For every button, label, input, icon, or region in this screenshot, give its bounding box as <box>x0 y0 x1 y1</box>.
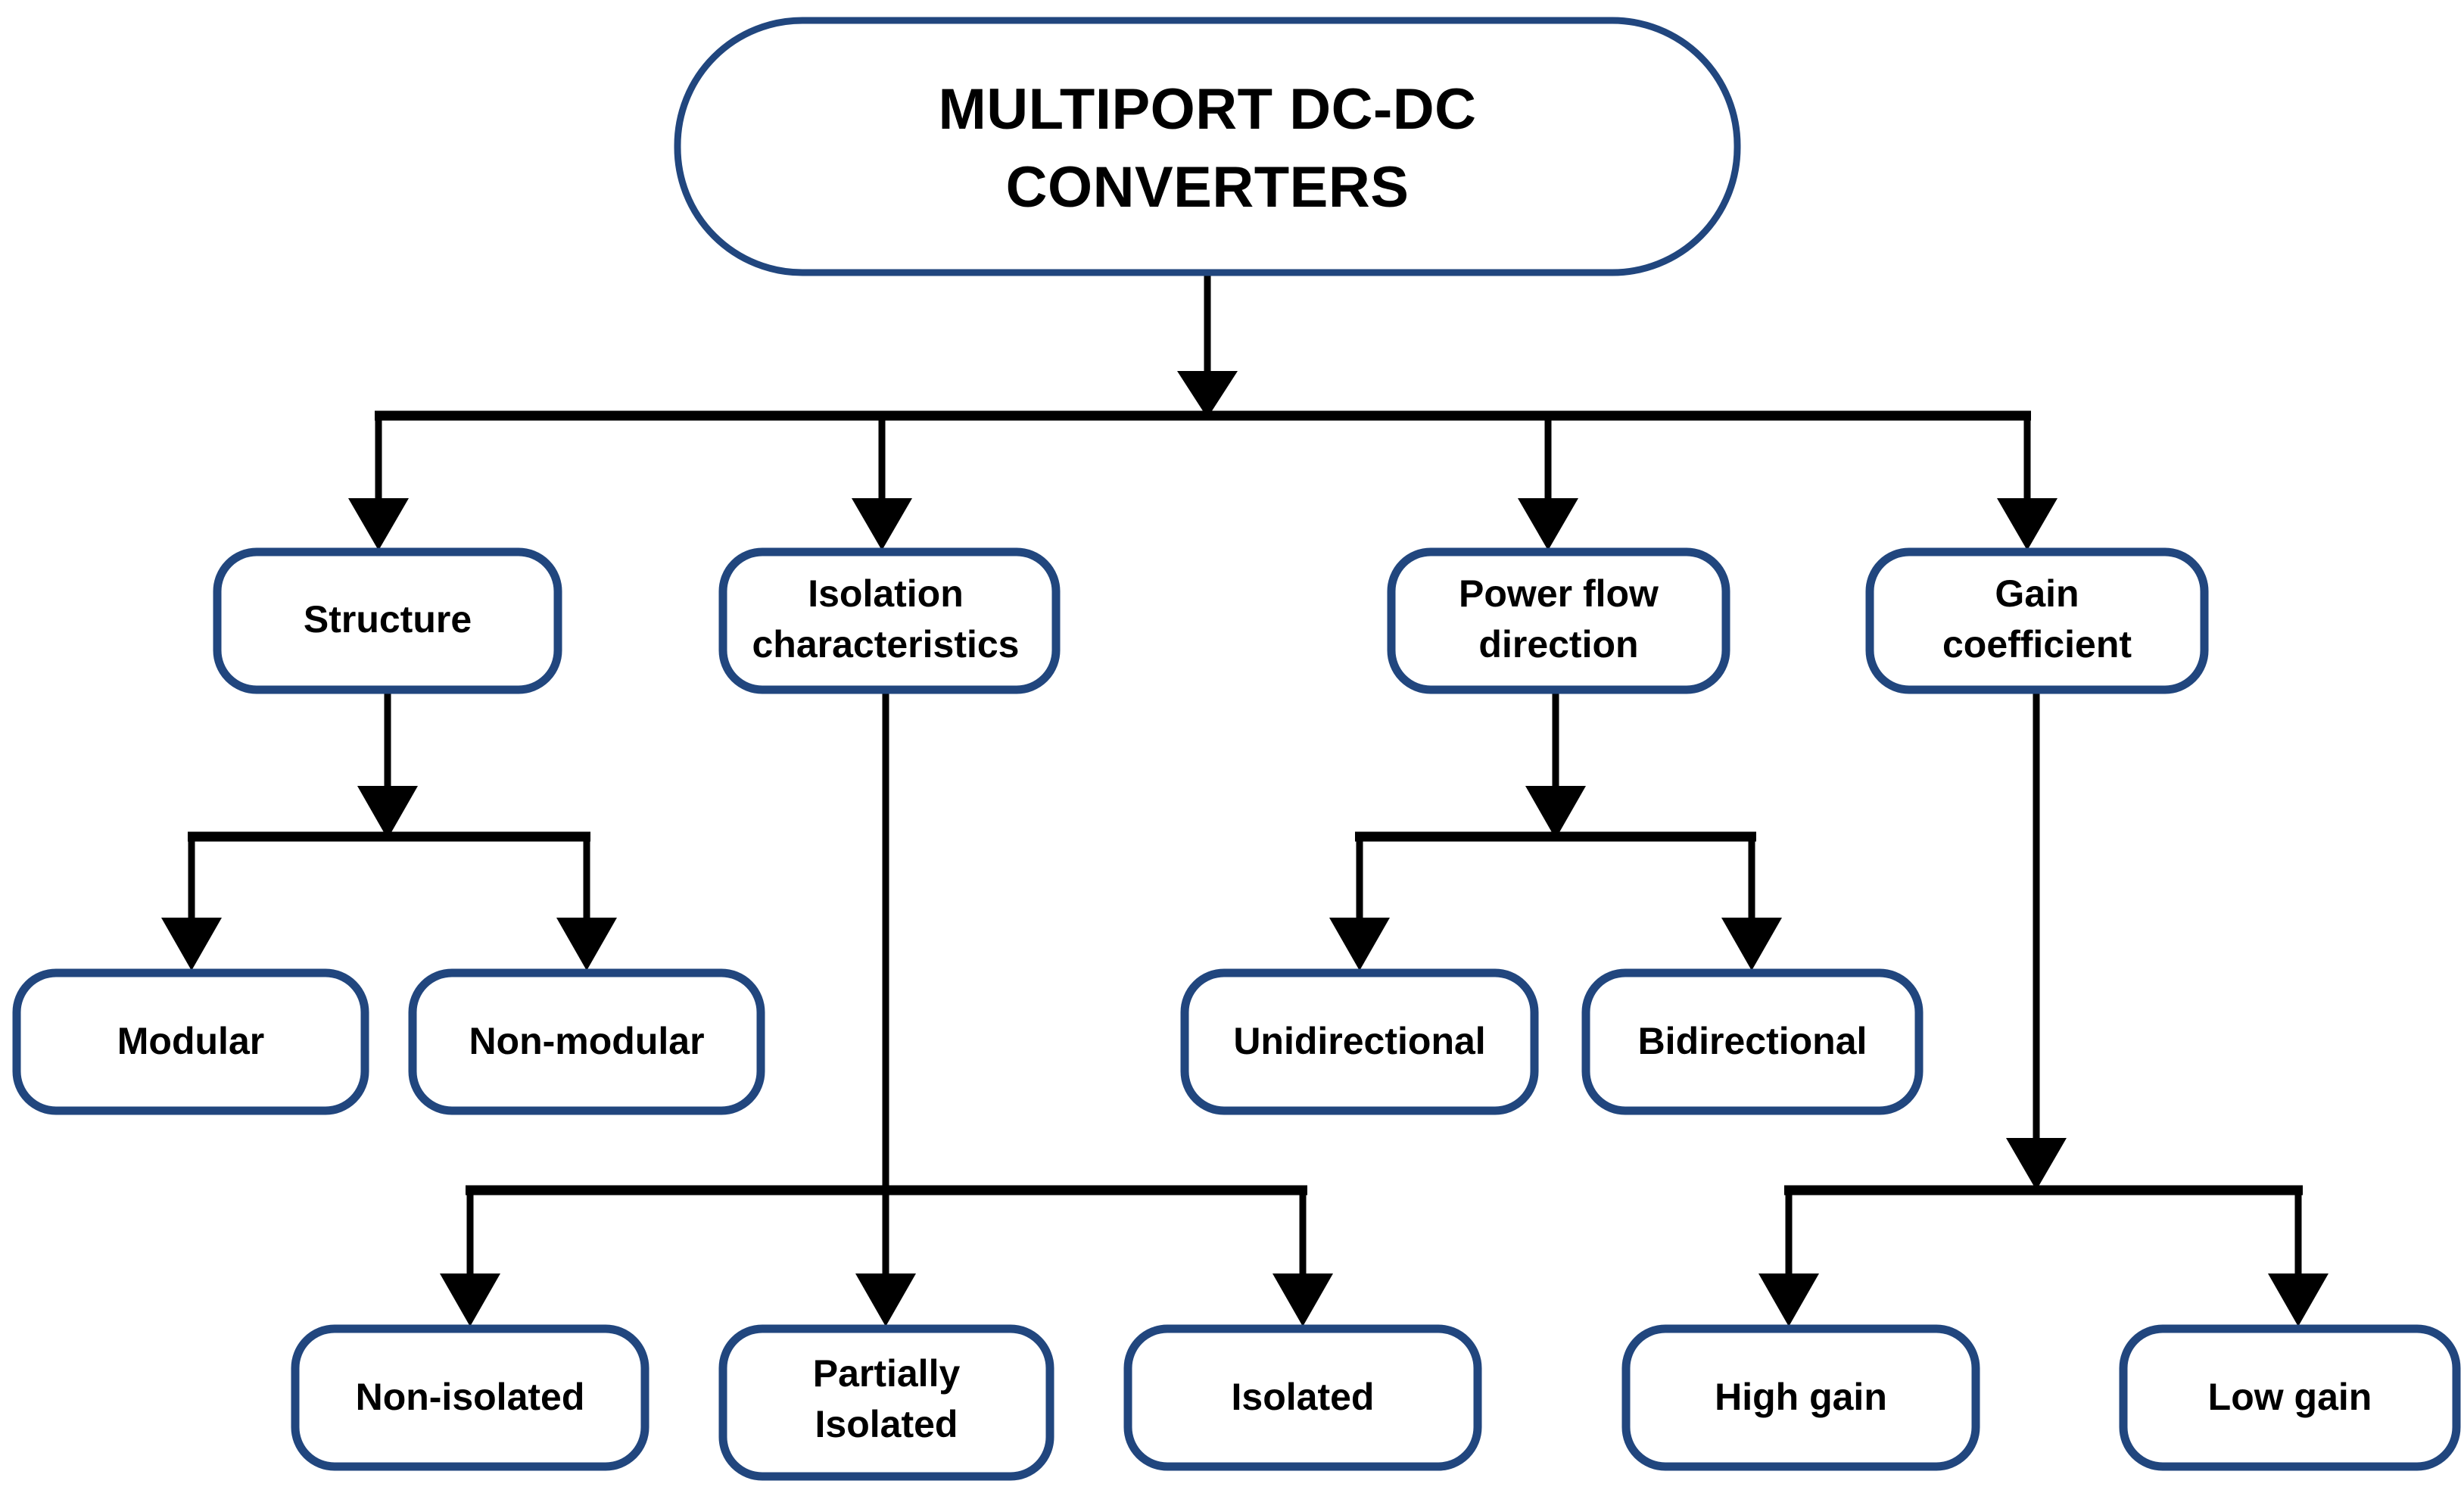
arrowhead-subbus-to-modular <box>161 918 222 971</box>
arrowhead-bus-to-gain <box>1997 498 2057 550</box>
node-isolation-characteristics-label-line1: Isolation <box>808 572 964 615</box>
node-isolated[interactable]: Isolated <box>1123 1324 1482 1471</box>
node-power-flow-direction-shape[interactable] <box>1387 547 1730 694</box>
node-high-gain-shape[interactable] <box>1621 1324 1980 1471</box>
node-gain-coefficient-label-line2: coefficient <box>1942 623 2132 666</box>
node-modular[interactable]: Modular <box>12 968 369 1115</box>
node-isolation-characteristics[interactable]: Isolation characteristics <box>718 547 1061 694</box>
node-modular-label: Modular <box>117 1020 264 1062</box>
arrowhead-subbus-to-highgain <box>1758 1273 1819 1326</box>
node-power-flow-direction-label-line2: direction <box>1478 623 1638 666</box>
arrowhead-gain-to-subbus <box>2006 1138 2067 1190</box>
arrowhead-subbus-to-lowgain <box>2268 1273 2328 1326</box>
node-modular-shape[interactable] <box>12 968 369 1115</box>
node-power-flow-direction[interactable]: Power flow direction <box>1387 547 1730 694</box>
arrowhead-bus-to-isolation <box>852 498 912 550</box>
node-low-gain-label: Low gain <box>2208 1376 2372 1418</box>
arrowhead-subbus-to-nonmodular <box>556 918 617 971</box>
arrowhead-powerflow-to-subbus <box>1525 786 1586 839</box>
node-isolation-characteristics-shape[interactable] <box>718 547 1061 694</box>
arrowhead-structure-to-subbus <box>357 786 418 839</box>
node-bidirectional-shape[interactable] <box>1581 968 1924 1115</box>
node-partially-isolated-label-line1: Partially <box>813 1352 961 1395</box>
arrowhead-subbus-to-unidirectional <box>1329 918 1390 971</box>
node-non-isolated-shape[interactable] <box>291 1324 649 1471</box>
node-unidirectional[interactable]: Unidirectional <box>1180 968 1539 1115</box>
arrowhead-bus-to-powerflow <box>1518 498 1578 550</box>
node-low-gain[interactable]: Low gain <box>2119 1324 2461 1471</box>
arrowhead-subbus-to-isolated <box>1272 1273 1333 1326</box>
node-non-isolated[interactable]: Non-isolated <box>291 1324 649 1471</box>
arrowhead-bus-to-structure <box>348 498 409 550</box>
node-non-modular-shape[interactable] <box>408 968 765 1115</box>
node-high-gain-label: High gain <box>1715 1376 1887 1418</box>
node-unidirectional-label: Unidirectional <box>1233 1020 1485 1062</box>
arrowhead-subbus-to-nonisolated <box>440 1273 500 1326</box>
node-partially-isolated[interactable]: Partially Isolated <box>718 1324 1054 1481</box>
node-gain-coefficient[interactable]: Gain coefficient <box>1865 547 2209 694</box>
arrowhead-root-to-bus <box>1177 371 1238 418</box>
node-gain-coefficient-label-line1: Gain <box>1995 572 2079 615</box>
node-isolated-shape[interactable] <box>1123 1324 1482 1471</box>
node-structure[interactable]: Structure <box>213 547 562 694</box>
node-isolated-label: Isolated <box>1232 1376 1375 1418</box>
node-structure-label-line1: Structure <box>304 598 472 641</box>
node-partially-isolated-shape[interactable] <box>718 1324 1054 1481</box>
node-high-gain[interactable]: High gain <box>1621 1324 1980 1471</box>
node-isolation-characteristics-label-line2: characteristics <box>752 623 1019 666</box>
node-structure-shape[interactable] <box>213 547 562 694</box>
node-non-modular-label: Non-modular <box>469 1020 704 1062</box>
node-low-gain-shape[interactable] <box>2119 1324 2461 1471</box>
node-root-label-line1: MULTIPORT DC-DC <box>938 77 1476 142</box>
node-unidirectional-shape[interactable] <box>1180 968 1539 1115</box>
arrowhead-subbus-to-partiallyisolated <box>855 1273 916 1326</box>
node-root-shape[interactable] <box>674 17 1741 276</box>
connector-layer <box>161 273 2328 1326</box>
node-partially-isolated-label-line2: Isolated <box>815 1403 958 1445</box>
node-root-label-line2: CONVERTERS <box>1006 155 1410 220</box>
node-non-modular[interactable]: Non-modular <box>408 968 765 1115</box>
node-non-isolated-label: Non-isolated <box>356 1376 585 1418</box>
node-bidirectional-label: Bidirectional <box>1638 1020 1867 1062</box>
arrowhead-subbus-to-bidirectional <box>1721 918 1782 971</box>
node-gain-coefficient-shape[interactable] <box>1865 547 2209 694</box>
node-power-flow-direction-label-line1: Power flow <box>1459 572 1659 615</box>
node-bidirectional[interactable]: Bidirectional <box>1581 968 1924 1115</box>
node-root[interactable]: MULTIPORT DC-DC CONVERTERS <box>674 17 1741 276</box>
